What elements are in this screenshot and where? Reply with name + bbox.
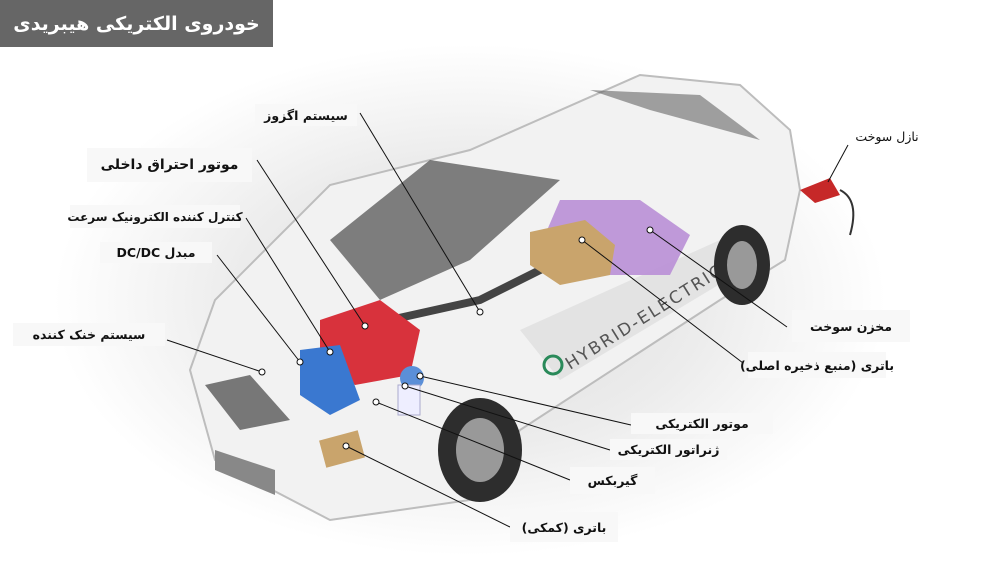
leader-lines <box>166 112 849 528</box>
label-auxiliary-battery: باتری (کمکی) <box>510 512 618 542</box>
leader-dots <box>258 226 654 450</box>
exhaust-pipe <box>389 256 562 324</box>
label-cooling-system: سیستم خنک کننده <box>13 323 165 346</box>
label-dcdc-converter: مبدل DC/DC <box>100 242 212 263</box>
label-speed-controller: کنترل کننده الکترونیک سرعت <box>67 205 243 228</box>
fuel-tank <box>530 220 615 285</box>
label-fuel-nozzle: نازل سوخت <box>855 128 919 144</box>
label-internal-combustion-engine: موتور احتراق داخلی <box>87 148 252 182</box>
windshield <box>330 160 560 300</box>
label-main-battery: باتری (منبع ذخیره اصلی) <box>740 352 894 378</box>
lower-grille <box>215 450 275 495</box>
label-gearbox: گیربکس <box>570 467 655 494</box>
rear-window <box>590 90 760 140</box>
page-title: خودروی الکتریکی هیبریدی <box>0 0 273 47</box>
fuel-nozzle-icon <box>800 178 840 203</box>
side-panel <box>520 240 760 380</box>
aux-battery-box <box>319 430 365 468</box>
label-electric-generator: ژنراتور الکتریکی <box>610 439 727 460</box>
hybrid-logo-icon <box>542 354 564 376</box>
label-fuel-tank: مخزن سوخت <box>792 310 910 342</box>
grille <box>205 375 290 430</box>
label-exhaust-system: سیستم اگزوز <box>255 104 357 126</box>
speed-controller <box>300 345 360 415</box>
label-electric-motor: موتور الکتریکی <box>631 413 773 434</box>
